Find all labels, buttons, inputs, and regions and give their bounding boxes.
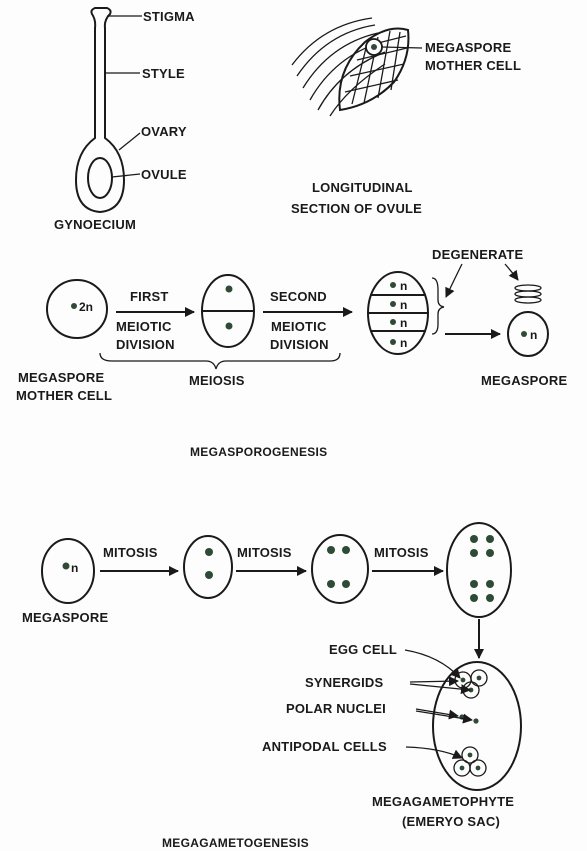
eight-nucleate-1: [470, 535, 478, 543]
egg-apparatus: [455, 670, 487, 698]
degenerate-arrow-right: [505, 264, 518, 280]
ovule-label: OVULE: [141, 167, 187, 182]
ovule-section: MEGASPORE MOTHER CELL LONGITUDINAL SECTI…: [291, 18, 521, 216]
eight-nucleate-4: [486, 549, 494, 557]
gynoecium: STIGMA STYLE OVARY OVULE GYNOECIUM: [54, 8, 195, 232]
first-meiotic-label: MEIOTIC: [116, 319, 172, 334]
gameto-megaspore-nucleus: [63, 563, 70, 570]
meiosis-brace: [100, 353, 340, 369]
tetrad-n-3: n: [400, 316, 407, 330]
eight-nucleate-2: [486, 535, 494, 543]
tetrad-nucleus-1: [390, 282, 396, 288]
two-nucleate-top: [205, 548, 213, 556]
four-nucleate-2: [342, 546, 350, 554]
gameto-megaspore: [42, 539, 94, 603]
dyad-nucleus-top: [226, 286, 233, 293]
meiosis-label: MEIOSIS: [189, 373, 245, 388]
second-meiotic-label: MEIOTIC: [271, 319, 327, 334]
gameto-megaspore-n: n: [71, 561, 78, 575]
four-nucleate-4: [342, 580, 350, 588]
eight-nucleate-5: [470, 580, 478, 588]
gynoecium-outline: [76, 8, 124, 212]
antipodal-cells: [454, 747, 486, 776]
tetrad-n-1: n: [400, 279, 407, 293]
gameto-megaspore-label: MEGASPORE: [22, 610, 108, 625]
four-nucleate-3: [327, 580, 335, 588]
mmc-2n-cell: [47, 280, 107, 338]
eight-nucleate-6: [486, 580, 494, 588]
mmc-nucleus: [371, 44, 377, 50]
megasporogenesis-title: MEGASPOROGENESIS: [190, 445, 328, 459]
eight-nucleate-cell: [447, 523, 511, 617]
eight-nucleate-8: [486, 594, 494, 602]
dyad-nucleus-bottom: [226, 323, 233, 330]
degenerated-cells: [515, 285, 541, 303]
mmc-2n-label: 2n: [79, 300, 93, 314]
mitosis-label-1: MITOSIS: [103, 545, 158, 560]
embryo-sac-label: (EMERYO SAC): [402, 814, 500, 829]
mmc-2n-nucleus: [71, 303, 77, 309]
antipodal-label: ANTIPODAL CELLS: [262, 739, 387, 754]
megasporogenesis-row: 2n FIRST MEIOTIC DIVISION SECOND MEIOTIC…: [16, 247, 567, 459]
eight-nucleate-3: [470, 549, 478, 557]
second-division-label: DIVISION: [270, 337, 329, 352]
megaspore-row-label: MEGASPORE: [481, 373, 567, 388]
ovary-pointer: [119, 133, 140, 150]
mitosis-label-3: MITOSIS: [374, 545, 429, 560]
mmc-label-line2: MOTHER CELL: [425, 58, 521, 73]
mmc-pointer: [382, 47, 422, 48]
mmc-row-label-line2: MOTHER CELL: [16, 388, 112, 403]
eight-nucleate-7: [470, 594, 478, 602]
mitosis-label-2: MITOSIS: [237, 545, 292, 560]
four-nucleate-cell: [312, 535, 368, 603]
mmc-label-line1: MEGASPORE: [425, 40, 511, 55]
tetrad-n-4: n: [400, 336, 407, 350]
section-caption-line1: LONGITUDINAL: [312, 180, 413, 195]
style-label: STYLE: [142, 66, 185, 81]
gynoecium-caption: GYNOECIUM: [54, 217, 136, 232]
egg-cell-label: EGG CELL: [329, 642, 397, 657]
two-nucleate-cell: [184, 536, 232, 598]
functional-megaspore-nucleus: [521, 331, 527, 337]
tetrad-nucleus-4: [390, 339, 396, 345]
degenerate-arrow-left: [446, 264, 462, 297]
ovule-pointer: [112, 174, 140, 177]
ovule-shape: [88, 158, 112, 198]
functional-megaspore: [508, 312, 548, 356]
megagametogenesis-title: MEGAGAMETOGENESIS: [162, 836, 309, 850]
antipodal-pointer: [406, 747, 462, 758]
two-nucleate-bottom: [205, 571, 213, 579]
tetrad-nucleus-3: [390, 319, 396, 325]
megagametophyte-label: MEGAGAMETOPHYTE: [372, 794, 514, 809]
synergids-pointer-1: [410, 681, 458, 682]
four-nucleate-1: [327, 546, 335, 554]
megagametogenesis-row: n MEGASPORE MITOSIS MITOSIS MITOSIS: [22, 523, 521, 850]
synergids-label: SYNERGIDS: [305, 675, 384, 690]
polar-nucleus-2: [473, 718, 478, 723]
tetrad-nucleus-2: [390, 301, 396, 307]
polar-nuclei-label: POLAR NUCLEI: [286, 701, 386, 716]
functional-megaspore-n: n: [530, 328, 537, 342]
second-label: SECOND: [270, 289, 327, 304]
degenerate-label: DEGENERATE: [432, 247, 523, 262]
stigma-label: STIGMA: [143, 9, 195, 24]
tetrad-brace: [432, 278, 444, 334]
mmc-row-label-line1: MEGASPORE: [18, 370, 104, 385]
tetrad-n-2: n: [400, 298, 407, 312]
first-division-label: DIVISION: [116, 337, 175, 352]
section-caption-line2: SECTION OF OVULE: [291, 201, 422, 216]
ovary-label: OVARY: [141, 124, 187, 139]
first-label: FIRST: [130, 289, 169, 304]
